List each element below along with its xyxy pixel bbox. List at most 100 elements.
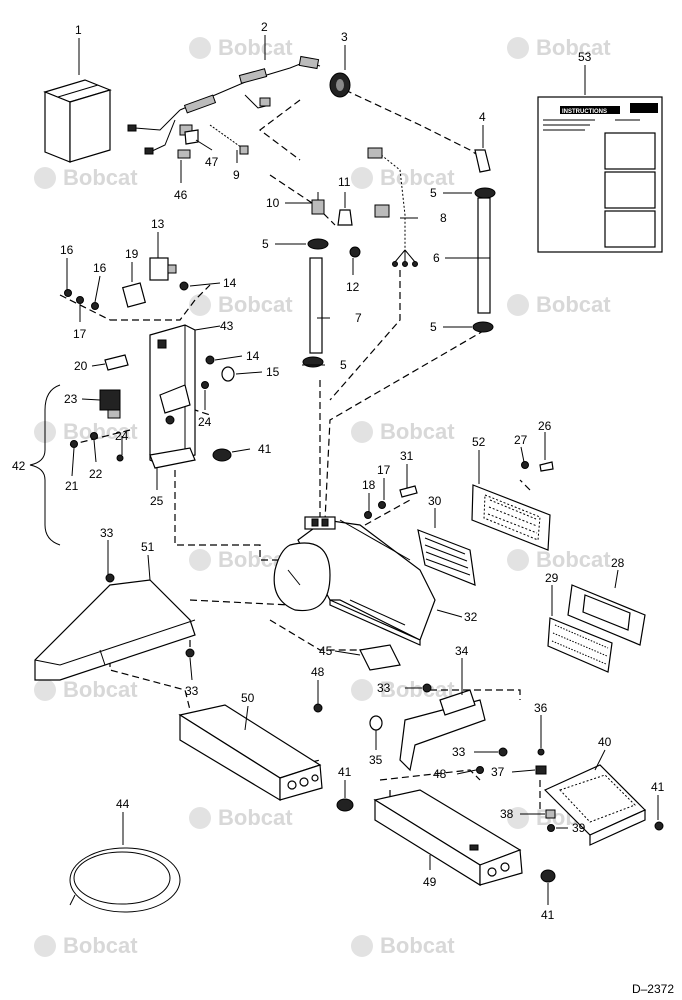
callout-5: 5 [340, 358, 347, 372]
watermark-text: Bobcat [380, 933, 455, 958]
part-44-hose-coil [69, 847, 181, 913]
part-33-screw [422, 683, 432, 693]
callout-50: 50 [241, 691, 255, 705]
part-15-cap [221, 366, 235, 382]
watermark: Bobcat [351, 165, 455, 190]
watermark-text: Bobcat [218, 35, 293, 60]
part-16-washer [91, 302, 99, 310]
callout-30: 30 [428, 494, 442, 508]
callout-42: 42 [12, 459, 26, 473]
part-7-hose [309, 257, 323, 354]
part-1-box [43, 79, 112, 163]
callout-7: 7 [355, 311, 362, 325]
watermark: Bobcat [189, 35, 293, 60]
part-37-spacer [535, 765, 547, 775]
part-50-tray [178, 704, 323, 802]
callout-16: 16 [60, 243, 74, 257]
part-32-housing [273, 516, 436, 646]
callout-5: 5 [430, 186, 437, 200]
part-6-hose [477, 197, 491, 314]
part-24-screw [201, 381, 209, 389]
part-9-tie-strap [209, 124, 249, 155]
part-22-washer [90, 432, 98, 440]
part-5-clamp [474, 187, 496, 199]
part-14-nut [179, 281, 189, 291]
callout-41: 41 [651, 780, 665, 794]
callout-5: 5 [430, 320, 437, 334]
part-41-grommet [540, 869, 556, 883]
watermark: Bobcat [34, 165, 138, 190]
callout-27: 27 [514, 433, 528, 447]
part-20-screw [104, 354, 129, 371]
callout-33: 33 [100, 526, 114, 540]
part-28-frame [567, 584, 646, 646]
watermark: Bobcat [351, 677, 455, 702]
watermark: Bobcat [351, 419, 455, 444]
leader-lines [66, 35, 659, 905]
callout-39: 39 [572, 821, 586, 835]
callout-14: 14 [246, 349, 260, 363]
part-21-nut [70, 440, 78, 448]
callout-16: 16 [93, 261, 107, 275]
callout-25: 25 [150, 494, 164, 508]
part-11-knob [337, 209, 353, 226]
callout-17: 17 [377, 463, 391, 477]
group-42-brace [29, 384, 61, 546]
watermark-text: Bobcat [63, 677, 138, 702]
part-40-board [543, 764, 647, 846]
callout-18: 18 [362, 478, 376, 492]
callout-12: 12 [346, 280, 360, 294]
part-33-screw [185, 648, 195, 658]
callout-8: 8 [440, 211, 447, 225]
watermark-text: Bobcat [536, 35, 611, 60]
callout-52: 52 [472, 435, 486, 449]
callout-15: 15 [266, 365, 280, 379]
watermark-text: Bobcat [218, 805, 293, 830]
callout-49: 49 [423, 875, 437, 889]
part-10-switch [311, 192, 325, 215]
callout-45: 45 [319, 644, 333, 658]
watermark-layer: Bobcat Bobcat Bobcat Bobcat Bobcat Bobca… [34, 35, 611, 958]
part-17-washer [378, 501, 386, 509]
part-34-bracket [399, 689, 486, 772]
part-46-clip [177, 149, 191, 159]
callout-47: 47 [205, 155, 219, 169]
watermark: Bobcat [189, 805, 293, 830]
watermark-text: Bobcat [380, 165, 455, 190]
callout-13: 13 [151, 217, 165, 231]
watermark: Bobcat [507, 292, 611, 317]
part-48-screw [313, 703, 323, 713]
part-5-clamp [472, 321, 494, 333]
part-19-knob [121, 282, 147, 308]
part-23-connector [99, 389, 121, 419]
callout-51: 51 [141, 540, 155, 554]
callout-38: 38 [500, 807, 514, 821]
watermark-text: Bobcat [63, 165, 138, 190]
part-51-bracket [34, 579, 196, 681]
part-3-grommet [329, 72, 351, 98]
part-48-screw [476, 766, 484, 774]
callout-32: 32 [464, 610, 478, 624]
watermark: Bobcat [189, 292, 293, 317]
part-30-filter [417, 529, 476, 586]
callout-17: 17 [73, 327, 87, 341]
callout-28: 28 [611, 556, 625, 570]
part-38-spacer [545, 809, 556, 819]
callout-33: 33 [452, 745, 466, 759]
part-2-harness [127, 55, 321, 155]
watermark-text: Bobcat [380, 419, 455, 444]
watermark-text: Bobcat [536, 292, 611, 317]
callout-41: 41 [541, 908, 555, 922]
part-49-tray [373, 789, 523, 887]
part-14-nut [205, 355, 215, 365]
callout-3: 3 [341, 30, 348, 44]
part-5-clamp [307, 238, 329, 250]
part-33-screw [498, 747, 508, 757]
callout-36: 36 [534, 701, 548, 715]
callout-11: 11 [338, 175, 351, 189]
part-52-grille [471, 484, 551, 551]
part-13-switch [149, 257, 177, 281]
watermark: Bobcat [34, 677, 138, 702]
callout-19: 19 [125, 247, 139, 261]
